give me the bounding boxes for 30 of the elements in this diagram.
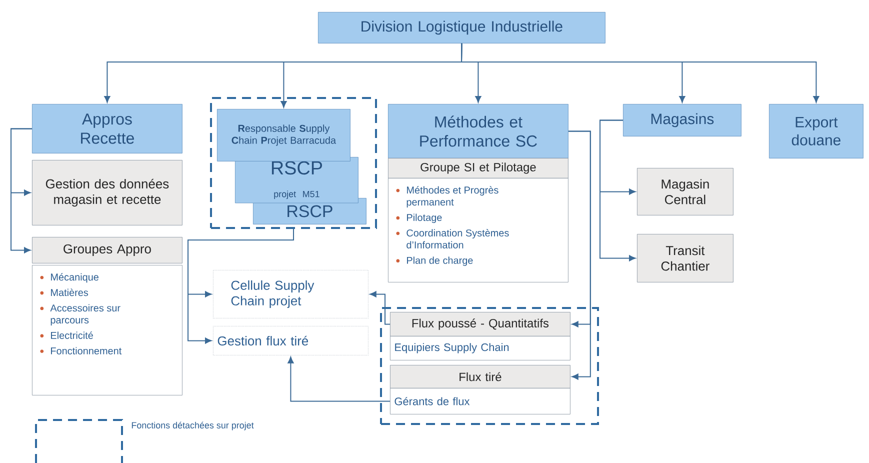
bullet-list-box: Mécanique Matières Accessoires sur parcours Electricité Fonctionnement	[32, 265, 182, 396]
dashed-group-box	[210, 97, 377, 229]
department-box: Appros Recette	[32, 104, 182, 154]
team-box: Gestion des données magasin et recette	[32, 160, 182, 226]
department-box: Magasins	[623, 104, 742, 136]
group-header: Groupe SI et Pilotage	[388, 158, 568, 178]
bullet-list-box: Méthodes et Progrès permanent Pilotage Coordination Systèmes d’Information Plan de charge	[388, 178, 568, 282]
arrow	[10, 128, 32, 254]
arrow	[600, 120, 636, 262]
role-box: RSCP projet M51	[235, 157, 358, 204]
group-header: Flux poussé - Quantitatifs	[390, 312, 570, 336]
arrow	[188, 228, 294, 344]
division-box: Division Logistique Industrielle	[318, 12, 606, 44]
role-box: Responsable Supply Chain Projet Barracuda	[217, 109, 350, 162]
group-header: Groupes Appro	[32, 237, 182, 264]
department-box: Export douane	[769, 104, 864, 158]
team-box: Magasin Central	[637, 168, 734, 216]
function-box: Gestion flux tiré	[213, 326, 368, 356]
arrow	[568, 130, 591, 380]
team-box: Gérants de flux	[390, 388, 570, 414]
team-box: Equipiers Supply Chain	[390, 336, 570, 360]
group-header: Flux tiré	[390, 365, 570, 388]
function-box: Cellule Supply Chain projet	[213, 270, 368, 318]
team-box: Transit Chantier	[637, 234, 734, 282]
dashed-group-box	[380, 307, 599, 425]
arrow	[461, 42, 820, 103]
department-box: Méthodes et Performance SC	[388, 104, 568, 158]
legend-text: Fonctions détachées sur projet	[132, 422, 254, 430]
arrow	[370, 291, 390, 325]
arrow	[288, 356, 390, 402]
